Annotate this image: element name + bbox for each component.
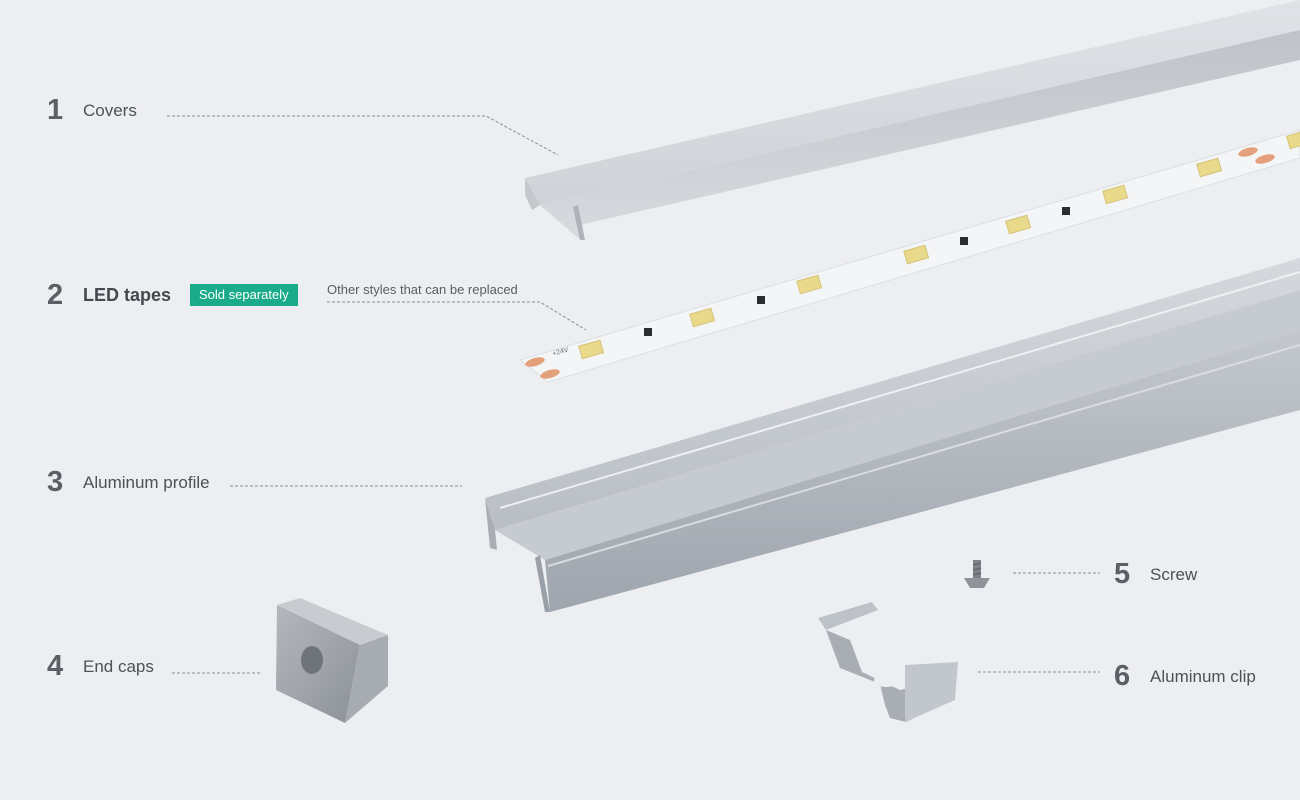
part-number-4: 4 <box>47 650 64 682</box>
part-name-covers: Covers <box>83 100 137 120</box>
part-name-screw: Screw <box>1150 564 1198 584</box>
led-tape-part: +24V <box>518 129 1300 383</box>
part-name-end-caps: End caps <box>83 656 154 676</box>
part-number-1: 1 <box>47 94 64 126</box>
part-number-2: 2 <box>47 279 64 311</box>
resistors <box>644 207 1070 336</box>
aluminum-clip-part <box>818 602 958 722</box>
label-aluminum-profile: 3 Aluminum profile <box>47 466 210 499</box>
label-covers: 1 Covers <box>47 94 137 127</box>
led-chips <box>578 131 1300 360</box>
label-end-caps: 4 End caps <box>47 650 154 683</box>
label-led-tapes: 2 LED tapes <box>47 279 171 312</box>
leader-lines <box>167 115 1100 674</box>
part-number-6: 6 <box>1114 660 1131 692</box>
part-name-aluminum-profile: Aluminum profile <box>83 472 210 492</box>
label-screw: 5 Screw <box>1114 558 1197 591</box>
copper-pads <box>525 147 1275 379</box>
part-number-5: 5 <box>1114 558 1131 590</box>
cover-part <box>525 0 1300 240</box>
label-aluminum-clip: 6 Aluminum clip <box>1114 660 1256 693</box>
sold-separately-badge: Sold separately <box>190 284 298 306</box>
screw-part <box>964 560 990 588</box>
aluminum-profile-part <box>485 258 1300 612</box>
part-name-led-tapes: LED tapes <box>83 285 172 305</box>
part-name-aluminum-clip: Aluminum clip <box>1150 666 1256 686</box>
tape-voltage-mark: +24V <box>552 347 570 358</box>
end-cap-part <box>276 598 388 723</box>
part-number-3: 3 <box>47 466 64 498</box>
replaceable-styles-note: Other styles that can be replaced <box>327 282 518 297</box>
